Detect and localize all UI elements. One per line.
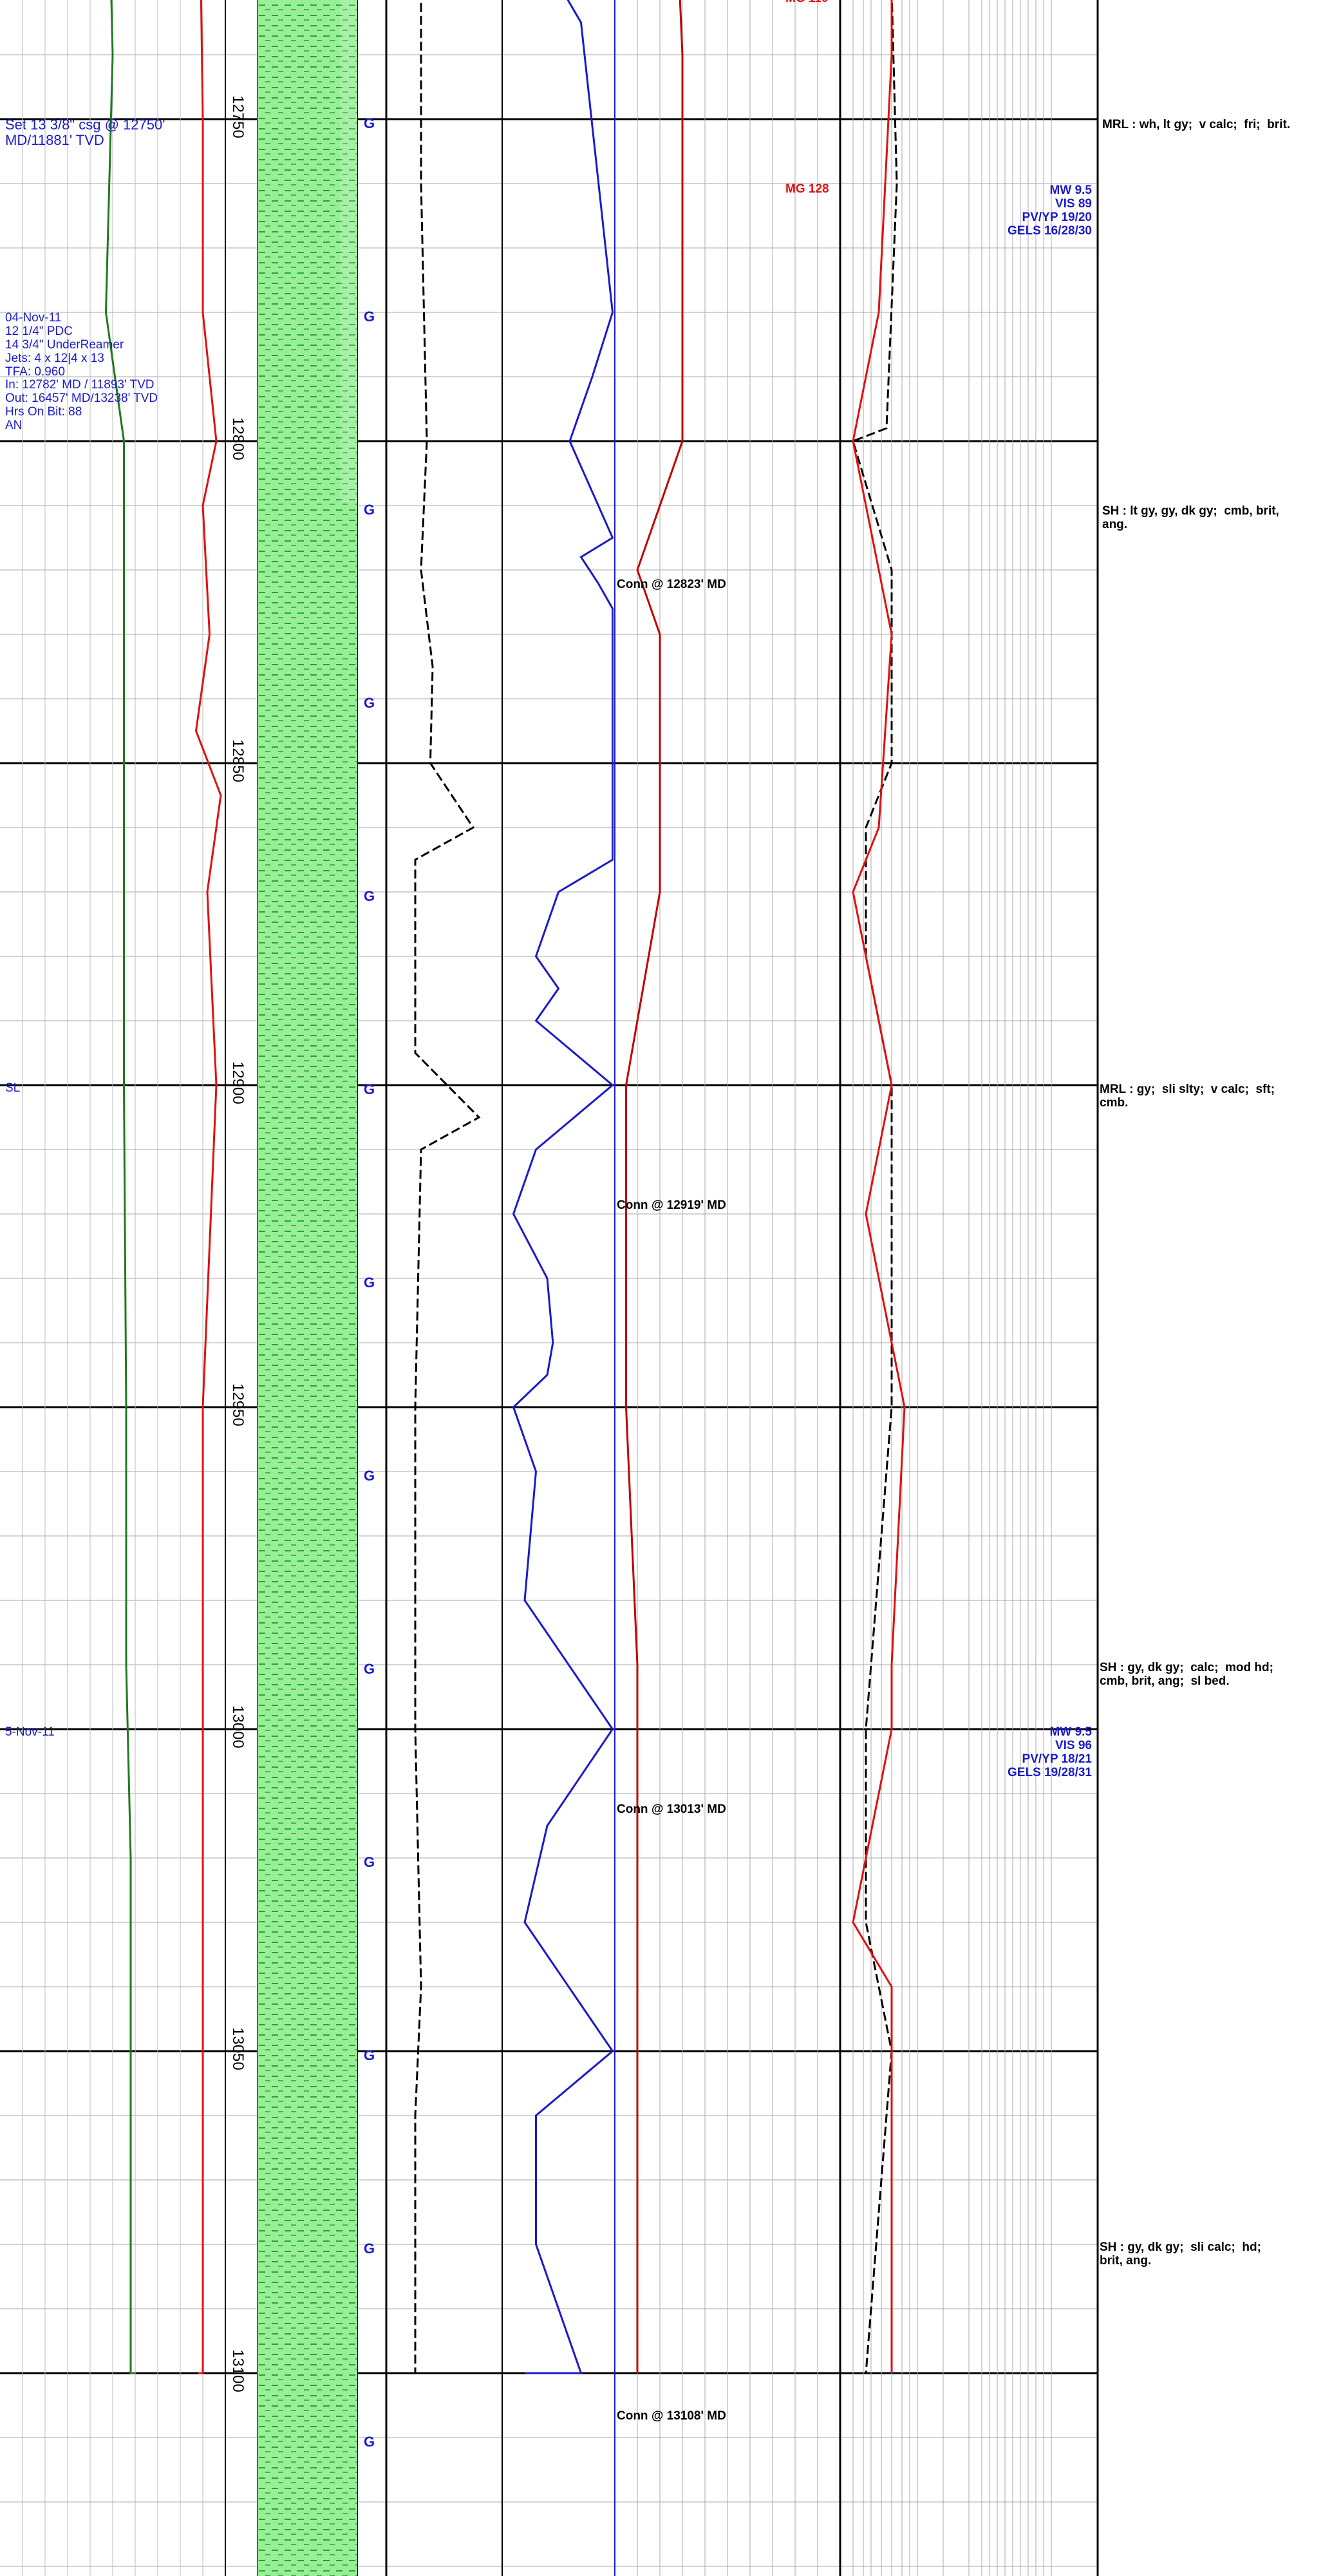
gas-marker: G — [364, 1468, 375, 1484]
curve-gas3 — [852, 0, 906, 2373]
conn-13013: Conn @ 13013' MD — [617, 1803, 726, 1816]
lith-desc-4: SH : gy, dk gy; calc; mod hd; cmb, brit,… — [1100, 1661, 1273, 1688]
curve-gas1 — [625, 0, 684, 2373]
depth-label-13100: 13100 — [229, 2349, 247, 2392]
track-background — [258, 0, 357, 2576]
mud-properties-1: MW 9.5 VIS 89 PV/YP 19/20 GELS 16/28/30 — [1008, 184, 1092, 238]
conn-12823: Conn @ 12823' MD — [617, 578, 726, 591]
gas-marker: G — [364, 502, 375, 518]
gas-marker: G — [364, 888, 375, 904]
lith-desc-2: SH : lt gy, gy, dk gy; cmb, brit, ang. — [1102, 504, 1279, 531]
gas-marker: G — [364, 115, 375, 131]
gas-marker: G — [364, 1274, 375, 1291]
gas-marker: G — [364, 1661, 375, 1677]
lithology-column — [258, 0, 357, 2576]
lithology-edge — [340, 0, 357, 502]
lith-desc-5: SH : gy, dk gy; sli calc; hd; brit, ang. — [1100, 2240, 1261, 2268]
conn-13108: Conn @ 13108' MD — [617, 2409, 726, 2423]
curves — [104, 0, 906, 2374]
gas-marker: G — [364, 308, 375, 325]
sl-note: SL — [5, 1081, 21, 1095]
curve-left-cal — [194, 0, 222, 2374]
depth-label-12800: 12800 — [229, 417, 247, 460]
curve-ropa — [414, 0, 481, 2373]
depth-label-12900: 12900 — [229, 1061, 247, 1104]
date-note: 5-Nov-11 — [5, 1725, 55, 1739]
depth-label-13000: 13000 — [229, 1705, 247, 1748]
casing-note: Set 13 3/8" csg @ 12750' MD/11881' TVD — [5, 117, 165, 149]
mg-110: MG 110 — [785, 0, 829, 6]
depth-label-13050: 13050 — [229, 2027, 247, 2070]
lith-desc-1: MRL : wh, lt gy; v calc; fri; brit. — [1102, 118, 1291, 131]
mud-properties-2: MW 9.5 VIS 96 PV/YP 18/21 GELS 19/28/31 — [1008, 1725, 1092, 1779]
lith-desc-3: MRL : gy; sli slty; v calc; sft; cmb. — [1100, 1083, 1275, 1110]
curve-ropb — [512, 0, 614, 2374]
gas-marker: G — [364, 2047, 375, 2063]
gas-marker: G — [364, 695, 375, 711]
depth-label-12850: 12850 — [229, 739, 247, 782]
curve-gas2 — [852, 0, 898, 2374]
mg-128: MG 128 — [785, 182, 829, 196]
gas-marker: G — [364, 1854, 375, 1870]
conn-12919: Conn @ 12919' MD — [617, 1198, 726, 1212]
depth-label-12950: 12950 — [229, 1383, 247, 1426]
bit-info: 04-Nov-11 12 1/4" PDC 14 3/4" UnderReame… — [5, 311, 158, 433]
gas-marker: G — [364, 2240, 375, 2257]
depth-label-12750: 12750 — [229, 95, 247, 138]
gas-marker: G — [364, 2434, 375, 2450]
gas-marker: G — [364, 1081, 375, 1097]
curve-left-gr — [104, 0, 135, 2374]
